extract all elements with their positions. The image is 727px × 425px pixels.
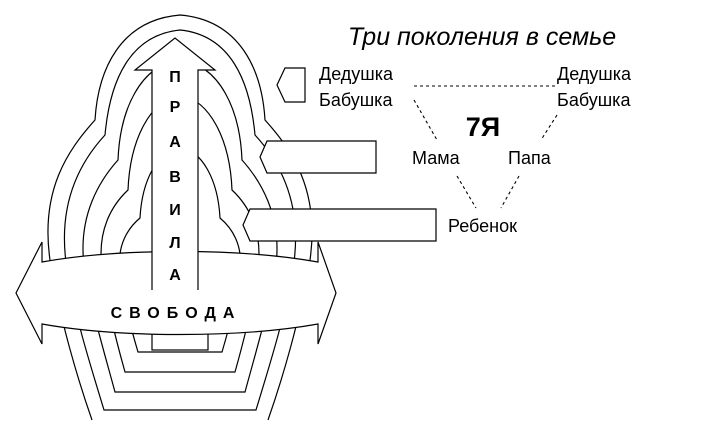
grandma-left-label: Бабушка (319, 90, 393, 110)
rules-letter-1: П (169, 69, 181, 86)
doll-outline-outer (47, 14, 313, 421)
rules-letter-4: В (169, 169, 181, 186)
pointer-child (242, 208, 437, 242)
grandpa-left-label: Дедушка (319, 64, 394, 84)
rules-arrow-shape (133, 37, 217, 290)
grandpa-right-label: Дедушка (557, 64, 632, 84)
freedom-arrow-shape (15, 241, 337, 345)
pointer-parents (259, 140, 377, 174)
mother-to-child (456, 175, 477, 209)
grandma-right-label: Бабушка (557, 90, 631, 110)
freedom-label: СВОБОДА (111, 305, 242, 322)
left-grandparents-to-mother (413, 99, 438, 141)
rules-arrow: П Р А В И Л А (133, 37, 217, 290)
rules-letter-3: А (169, 134, 181, 151)
family-connectors (413, 85, 558, 209)
right-grandparents-to-father (540, 114, 558, 141)
diagram-title: Три поколения в семье (348, 23, 616, 51)
child-label: Ребенок (448, 216, 517, 236)
rules-letter-2: Р (170, 99, 181, 116)
rules-letter-6: Л (169, 235, 180, 252)
father-to-child (500, 175, 520, 209)
seven-ya-label: 7Я (466, 112, 500, 142)
mother-label: Мама (412, 148, 461, 168)
freedom-arrow: СВОБОДА (15, 241, 337, 345)
father-label: Папа (508, 148, 552, 168)
pointer-grandparents (276, 67, 306, 103)
rules-letter-7: А (169, 267, 181, 284)
rules-letter-5: И (169, 202, 181, 219)
